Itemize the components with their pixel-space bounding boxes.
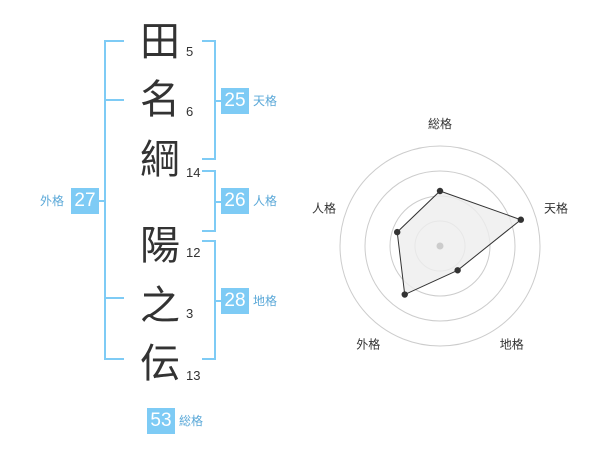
radar-value-polygon [396,190,522,296]
radar-point-1 [436,187,444,195]
gaikaku-value: 27 [71,188,99,214]
chikaku-bracket-top [202,240,216,242]
chikaku-connector [214,300,222,302]
radar-point-2 [517,216,525,223]
jinkaku-bracket-bottom [202,230,216,232]
radar-axis-label-3: 地格 [500,337,524,352]
radar-axis-label-5: 人格 [312,200,336,215]
name-char-3: 綱 [140,137,180,183]
stroke-count-5: 3 [186,306,194,321]
radar-point-3 [454,267,461,274]
gaikaku-label: 外格 [40,194,65,208]
gaikaku-bracket-tick-lower [104,297,124,299]
stroke-count-6: 13 [186,368,201,383]
name-char-6: 伝 [140,341,180,387]
tenkaku-label: 天格 [253,94,278,108]
radar-point-5 [394,228,401,236]
name-char-2: 名 [140,77,180,123]
gaikaku-bracket-bottom [104,358,124,360]
chikaku-label: 地格 [253,294,278,308]
name-char-5: 之 [140,283,180,329]
chikaku-bracket-bottom [202,358,216,360]
soukaku-value: 53 [147,408,175,434]
radar-center-dot [436,242,444,250]
name-char-4: 陽 [140,223,180,269]
name-char-1: 田 [140,19,180,65]
gaikaku-bracket-top [104,40,124,42]
stroke-count-4: 12 [186,245,201,260]
radar-axis-label-1: 総格 [428,116,452,131]
tenkaku-value: 25 [221,88,249,114]
chikaku-value: 28 [221,288,249,314]
jinkaku-bracket-top [202,170,216,172]
radar-axis-label-2: 天格 [544,200,568,215]
stroke-count-2: 6 [186,104,194,119]
soukaku-label: 総格 [179,414,204,428]
gaikaku-bracket-tick-upper [104,99,124,101]
jinkaku-label: 人格 [253,194,278,208]
radar-ring-4 [339,145,541,347]
radar-ring-3 [364,170,516,322]
radar-axis-label-4: 外格 [356,337,380,352]
tenkaku-bracket-bottom [202,158,216,160]
stroke-count-1: 5 [186,44,194,59]
radar-point-4 [401,291,408,298]
tenkaku-connector [214,100,222,102]
stroke-count-3: 14 [186,165,201,180]
jinkaku-value: 26 [221,188,249,214]
gaikaku-connector [98,200,106,202]
jinkaku-connector [214,201,222,203]
tenkaku-bracket-top [202,40,216,42]
